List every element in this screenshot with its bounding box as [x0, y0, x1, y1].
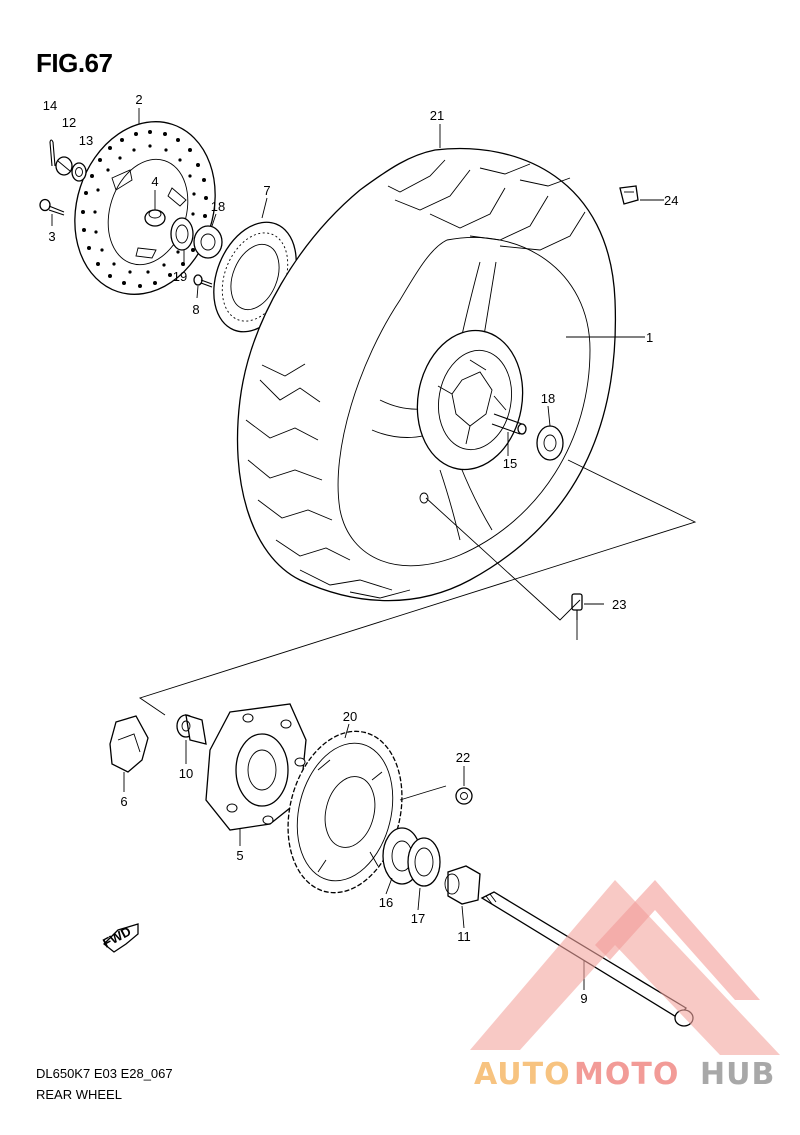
- bearing-right: [536, 425, 564, 461]
- callout-3: 3: [48, 229, 55, 244]
- callout-19: 19: [173, 269, 187, 284]
- callout-18-right: 18: [541, 391, 555, 406]
- callout-2: 2: [135, 92, 142, 107]
- castle-nut: [55, 156, 73, 176]
- callout-17: 17: [411, 911, 425, 926]
- watermark-auto: AUTO: [474, 1057, 571, 1092]
- callout-18-left: 18: [211, 199, 225, 214]
- sprocket-nut: [399, 785, 473, 805]
- callout-15: 15: [503, 456, 517, 471]
- cotter-pin: [49, 139, 56, 167]
- callout-23: 23: [612, 597, 626, 612]
- rear-wheel-rim: [371, 261, 524, 541]
- wheel-damper: [109, 715, 149, 773]
- callout-1: 1: [646, 330, 653, 345]
- diagram-code: DL650K7 E03 E28_067: [36, 1066, 173, 1081]
- balancer-weight: [619, 185, 639, 205]
- forward-direction-arrow: FWD: [100, 923, 139, 953]
- callout-5: 5: [236, 848, 243, 863]
- section-name: REAR WHEEL: [36, 1087, 122, 1102]
- callout-6: 6: [120, 794, 127, 809]
- callout-22: 21: [430, 108, 444, 123]
- sprocket-oil-seal: [407, 837, 441, 887]
- watermark-moto: MOTO: [574, 1057, 679, 1092]
- callout-4: 4: [151, 174, 158, 189]
- sprocket-mounting-drum: [205, 703, 307, 831]
- callout-13: 13: [79, 133, 93, 148]
- rear-sprocket: [287, 730, 403, 894]
- callout-20: 20: [343, 709, 357, 724]
- axle-spacer: [444, 865, 481, 905]
- callout-12: 12: [62, 115, 76, 130]
- callout-14: 14: [43, 98, 57, 113]
- hub-spacer: [491, 413, 527, 435]
- sensor-screw: [193, 274, 213, 288]
- assembly-guide-lines: [138, 459, 697, 716]
- sprocket-collar: [176, 714, 207, 745]
- callout-21: 22: [456, 750, 470, 765]
- oil-seal: [170, 217, 194, 251]
- disc-bolt: [39, 198, 65, 216]
- callout-24: 24: [664, 193, 678, 208]
- callout-11: 11: [457, 929, 471, 944]
- bearing-left: [193, 225, 223, 259]
- figure-title: FIG.67: [36, 48, 113, 78]
- watermark-logo: AUTO MOTO HUB: [470, 880, 780, 1092]
- callout-8: 8: [192, 302, 199, 317]
- watermark-hub: HUB: [700, 1057, 775, 1092]
- washer: [71, 162, 87, 182]
- callout-16: 16: [379, 895, 393, 910]
- callout-7: 7: [263, 183, 270, 198]
- collar: [144, 209, 166, 227]
- callout-10: 10: [179, 766, 193, 781]
- callout-numbers: 21 1 24 2 14 12 13 3 4 18 7 19 8 18 15 2…: [43, 92, 679, 1006]
- callout-9: 9: [580, 991, 587, 1006]
